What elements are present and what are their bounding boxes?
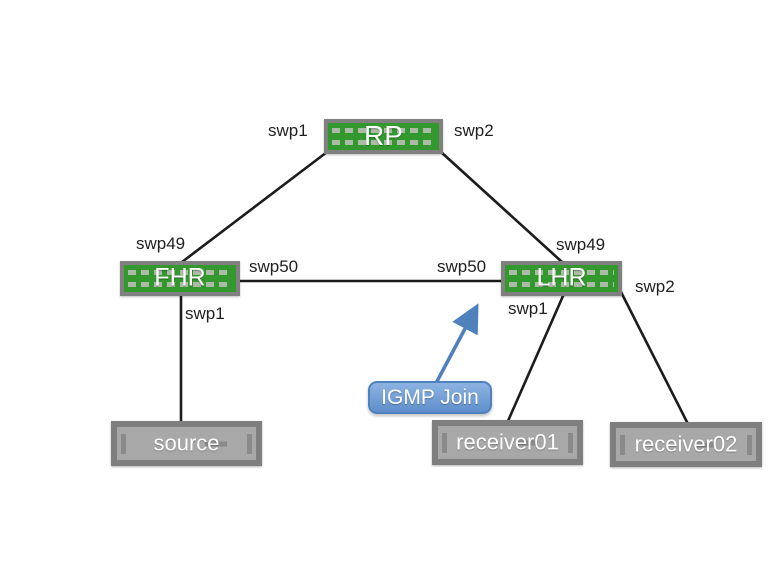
server-panel-icon — [694, 442, 717, 447]
link-lhr-receiver01 — [506, 294, 565, 423]
switch-ports-icon — [509, 282, 614, 287]
switch-ports-icon — [332, 128, 435, 133]
port-label-lhr-swp2: swp2 — [635, 277, 675, 296]
link-lhr-receiver02 — [619, 290, 690, 426]
server-panel-icon — [121, 433, 126, 454]
port-label-lhr-swp49: swp49 — [556, 235, 606, 254]
port-label-lhr-swp1: swp1 — [508, 299, 548, 318]
link-rp-fhr — [180, 150, 329, 264]
switch-ports-icon — [332, 140, 435, 145]
node-receiver01-label: receiver01 — [456, 429, 559, 455]
server-panel-icon — [442, 432, 447, 453]
port-label-rp-swp2: swp2 — [454, 121, 494, 140]
node-lhr-label: LHR — [536, 263, 587, 291]
switch-ports-icon — [128, 270, 232, 275]
server-panel-icon — [568, 432, 573, 453]
node-rp-label: RP — [364, 119, 403, 151]
node-lhr: LHR — [501, 261, 622, 296]
server-panel-icon — [515, 440, 538, 445]
port-label-rp-swp1: swp1 — [268, 121, 308, 140]
link-rp-lhr — [439, 150, 564, 264]
node-receiver01: receiver01 — [432, 420, 583, 465]
switch-ports-icon — [128, 282, 232, 287]
server-panel-icon — [747, 434, 752, 455]
port-label-fhr-swp50: swp50 — [249, 257, 299, 276]
server-panel-icon — [247, 433, 252, 454]
port-label-fhr-swp1: swp1 — [185, 304, 225, 323]
server-panel-icon — [620, 434, 625, 455]
node-fhr-label: FHR — [154, 263, 206, 291]
server-panel-icon — [204, 441, 227, 446]
node-receiver02-label: receiver02 — [634, 431, 738, 457]
node-receiver02: receiver02 — [610, 422, 762, 467]
node-rp: RP — [324, 119, 443, 154]
node-fhr: FHR — [120, 261, 240, 296]
port-label-lhr-swp50: swp50 — [437, 257, 487, 276]
igmp-join-arrow — [432, 303, 479, 389]
switch-ports-icon — [509, 270, 614, 275]
igmp-join-callout: IGMP Join — [368, 381, 492, 414]
port-label-fhr-swp49: swp49 — [136, 234, 186, 253]
node-source: source — [111, 421, 262, 466]
node-source-label: source — [153, 430, 220, 456]
